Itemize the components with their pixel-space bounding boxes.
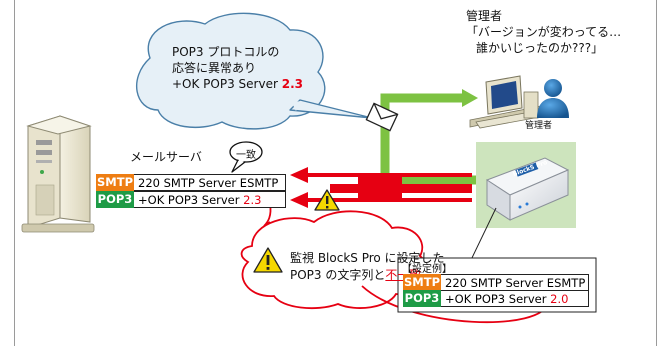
notification-arrow [380,89,518,185]
mail-server-label: メールサーバ [130,150,202,164]
user-icon [537,79,569,118]
admin-text: 管理者 「バージョンが変わってる… 誰かいじったのか???」 [466,8,621,56]
speech-cloud-bottom [240,210,429,310]
server-pop3-text: +OK POP3 Server [138,193,244,207]
server-smtp-text: 220 SMTP Server ESMTP [134,174,286,191]
device-icon [476,142,576,228]
server-pop3-version: 2.3 [243,193,262,207]
settings-title: 【設定例】 [402,264,452,275]
admin-icon-caption: 管理者 [525,121,553,131]
cloud-top-line2: 応答に異常あり [172,61,257,75]
cloud-bottom-line2-prefix: POP3 の文字列と [290,268,386,282]
match-bubble [229,141,263,173]
status-arrows [290,167,472,208]
cloud-top-line3-prefix: +OK POP3 Server [172,77,282,91]
settings-smtp-tag: SMTP [403,274,441,291]
settings-pop3-version: 2.0 [550,292,569,306]
match-label: 一致 [236,150,256,161]
settings-row-pop3: POP3 +OK POP3 Server 2.0 [403,290,589,307]
server-pop3-cell: +OK POP3 Server 2.3 [134,191,286,208]
frame [14,0,657,346]
mail-icon [365,102,399,132]
server-row-pop3: POP3 +OK POP3 Server 2.3 [96,191,286,208]
settings-pop3-text: +OK POP3 Server [445,292,551,306]
cloud-top-line1: POP3 プロトコルの [172,45,280,59]
admin-quote-line2: 誰かいじったのか???」 [476,41,604,55]
server-icon [21,115,95,233]
cloud-top-version: 2.3 [281,77,303,91]
cloud-bottom-line1: 監視 BlockS Pro に設定した [290,251,445,265]
computer-icon [469,75,553,129]
callout-line [469,207,497,263]
server-smtp-tag: SMTP [96,174,134,191]
cloud-top-line3: +OK POP3 Server 2.3 [172,76,303,92]
settings-pop3-cell: +OK POP3 Server 2.0 [441,290,589,307]
server-row-smtp: SMTP 220 SMTP Server ESMTP [96,174,286,191]
admin-quote-line1: 「バージョンが変わってる… [466,25,622,39]
warning-icon [253,247,283,273]
admin-title: 管理者 [466,9,503,23]
settings-row-smtp: SMTP 220 SMTP Server ESMTP [403,274,589,291]
warning-icon [314,189,340,211]
settings-pop3-tag: POP3 [403,290,441,307]
server-pop3-tag: POP3 [96,191,134,208]
cloud-top-text: POP3 プロトコルの 応答に異常あり +OK POP3 Server 2.3 [172,44,303,92]
settings-smtp-text: 220 SMTP Server ESMTP [441,274,589,291]
speech-cloud-top [135,12,373,130]
